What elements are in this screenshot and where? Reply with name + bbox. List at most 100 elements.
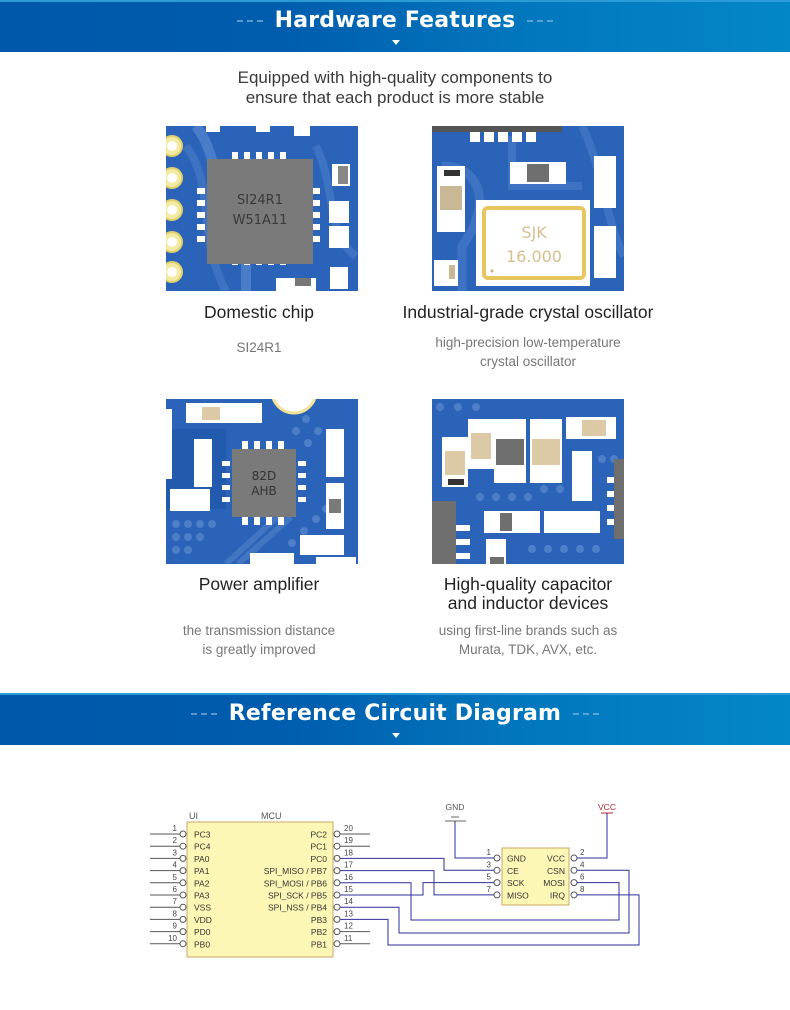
pin-circle	[333, 928, 341, 936]
feature-title: Power amplifier	[109, 575, 409, 594]
pin-number: 19	[344, 836, 353, 845]
pin-label: SPI_SCK / PB5	[268, 891, 327, 901]
module-body	[501, 847, 570, 906]
pin-circle	[179, 867, 187, 875]
feature-title: Industrial-grade crystal oscillator	[378, 303, 678, 322]
pin-label: PC4	[194, 842, 211, 852]
amplifier-photo: 82D AHB	[166, 399, 358, 564]
feature-title-line: Domestic chip	[204, 302, 314, 322]
signal-wire	[340, 869, 630, 934]
intro-line: ensure that each product is more stable	[245, 88, 545, 107]
pin-number: 1	[487, 848, 492, 857]
chip-marking: AHB	[251, 484, 276, 498]
pin-circle	[493, 891, 501, 899]
mcu-ref: UI	[189, 811, 198, 821]
pin-number: 6	[580, 873, 585, 882]
crystal-photo: SJK 16.000	[432, 126, 624, 291]
pin-circle	[333, 830, 341, 838]
pin-label: PC1	[310, 842, 327, 852]
pin-number: 15	[344, 885, 353, 894]
pin-circle	[570, 866, 578, 874]
pin-circle	[570, 854, 578, 862]
pin-number: 18	[344, 848, 353, 857]
pin-label: SPI_MISO / PB7	[264, 866, 328, 876]
pin-label: PA1	[194, 866, 210, 876]
pin-label: CE	[507, 866, 519, 876]
pin-circle	[333, 867, 341, 875]
feature-desc-line: crystal oscillator	[479, 354, 577, 369]
feature-title-line: Industrial-grade crystal oscillator	[402, 302, 654, 322]
pin-circle	[179, 879, 187, 887]
pin-number: 8	[580, 885, 585, 894]
pin-circle	[179, 891, 187, 899]
pin-circle	[570, 879, 578, 887]
feature-desc-line: using first-line brands such as	[438, 623, 618, 638]
feature-title-line: and inductor devices	[447, 593, 609, 613]
pin-number: 4	[580, 860, 585, 869]
section-header-hardware: Hardware Features	[0, 0, 790, 52]
pin-label: CSN	[547, 866, 565, 876]
pin-number: 5	[173, 873, 178, 882]
decor-dash	[573, 713, 600, 715]
pin-label: SCK	[507, 878, 525, 888]
chip-marking: SI24R1	[237, 193, 283, 208]
section-title: Hardware Features	[274, 8, 516, 33]
pin-label: SPI_MOSI / PB6	[264, 878, 328, 888]
pin-circle	[570, 891, 578, 899]
pin-number: 14	[344, 897, 353, 906]
pin-number: 12	[344, 922, 353, 931]
mcu-name: MCU	[261, 811, 282, 821]
pin-label: PB3	[311, 915, 327, 925]
pin-circle	[493, 854, 501, 862]
pin-number: 17	[344, 861, 353, 870]
pin-number: 8	[173, 909, 178, 918]
section-header-circuit: Reference Circuit Diagram	[0, 693, 790, 745]
feature-desc-line: is greatly improved	[202, 642, 316, 657]
pin-label: VSS	[194, 903, 211, 913]
pin-number: 16	[344, 873, 353, 882]
pin-circle	[179, 842, 187, 850]
signal-wire	[340, 882, 620, 921]
gnd-label: GND	[446, 802, 465, 812]
pin-number: 10	[168, 934, 177, 943]
vcc-wire	[577, 813, 608, 859]
pin-number: 4	[173, 861, 178, 870]
pin-circle	[179, 830, 187, 838]
intro-text: Equipped with high-quality components to…	[0, 68, 790, 108]
pin-circle	[333, 879, 341, 887]
pin-number: 9	[173, 922, 178, 931]
signal-wire	[340, 857, 494, 871]
decor-dash	[236, 20, 263, 22]
feature-title: High-quality capacitor and inductor devi…	[378, 575, 678, 613]
pin-circle	[179, 915, 187, 923]
pin-label: PA0	[194, 854, 210, 864]
chip-marking: W51A11	[233, 213, 288, 228]
pin-circle	[333, 903, 341, 911]
decor-dash	[190, 713, 217, 715]
pin-number: 7	[173, 897, 178, 906]
pin-circle	[333, 915, 341, 923]
feature-desc: SI24R1	[109, 338, 409, 357]
gnd-wire	[454, 821, 494, 859]
crystal-marking: 16.000	[506, 247, 562, 266]
crystal-marking: SJK	[521, 223, 547, 242]
pin-circle	[179, 903, 187, 911]
pin-label: PB0	[194, 939, 210, 949]
pin-label: IRQ	[550, 890, 566, 900]
pin-circle	[179, 928, 187, 936]
pin-label: MISO	[507, 890, 529, 900]
feature-desc-line: SI24R1	[236, 340, 282, 355]
section-title: Reference Circuit Diagram	[228, 701, 562, 726]
pin-label: MOSI	[543, 878, 565, 888]
pin-circle	[333, 891, 341, 899]
triangle-down-icon	[392, 40, 400, 45]
mcu-body	[186, 821, 334, 958]
feature-title-line: High-quality capacitor	[443, 574, 613, 594]
pin-number: 2	[173, 836, 178, 845]
chip-marking: 82D	[252, 469, 277, 483]
intro-line: Equipped with high-quality components to	[237, 68, 553, 87]
feature-desc: the transmission distance is greatly imp…	[109, 621, 409, 659]
pin-label: PC0	[310, 854, 327, 864]
pin-number: 5	[487, 873, 492, 882]
pin-label: PC3	[194, 830, 211, 840]
